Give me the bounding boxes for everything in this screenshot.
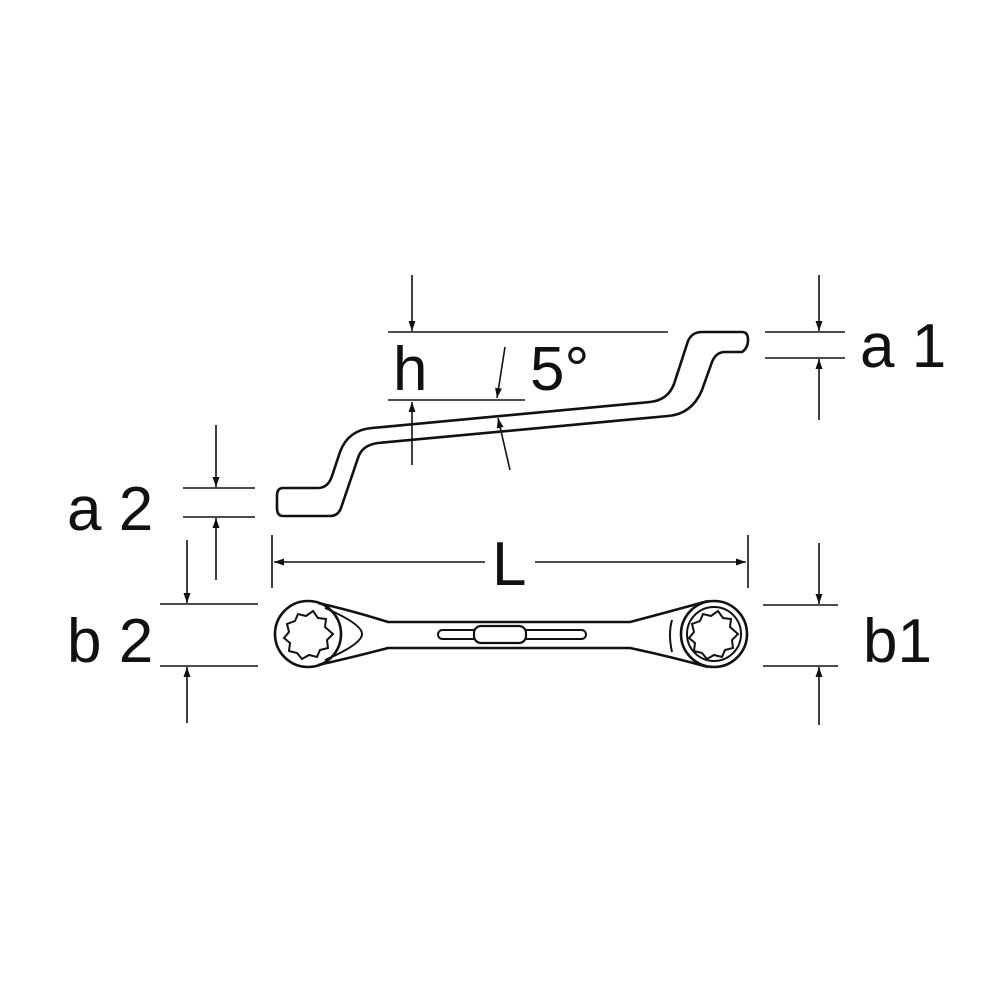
top-view-spanner <box>273 599 749 669</box>
left-12-point-opening <box>282 609 335 661</box>
angle-label: 5° <box>530 335 589 404</box>
right-ring <box>679 599 749 669</box>
angle-indicator <box>495 346 511 471</box>
b1-dimension <box>763 543 838 725</box>
b2-dimension <box>160 540 258 723</box>
length-label: L <box>492 530 526 599</box>
b2-label: b 2 <box>67 607 153 676</box>
h-dimension <box>388 275 668 465</box>
a1-label: a 1 <box>860 312 946 381</box>
a2-label: a 2 <box>67 475 153 544</box>
b1-label: b1 <box>863 607 932 676</box>
a1-dimension <box>765 275 845 420</box>
h-label: h <box>393 335 427 404</box>
side-view-profile <box>275 330 750 518</box>
right-12-point-opening <box>687 609 740 661</box>
a2-dimension <box>183 425 255 580</box>
left-ring <box>273 599 343 669</box>
length-dimension <box>271 535 749 588</box>
